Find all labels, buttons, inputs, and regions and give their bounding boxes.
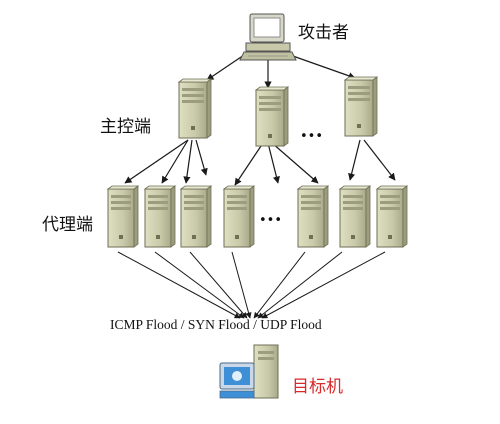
flood-link-5 xyxy=(253,251,306,319)
link-m1-a4 xyxy=(195,139,208,176)
link-m1-a2 xyxy=(161,139,189,184)
link-m3-a9 xyxy=(363,139,396,181)
attacker-label: 攻击者 xyxy=(298,23,349,43)
masters-label: 主控端 xyxy=(100,117,151,137)
target-computer-icon xyxy=(219,344,279,399)
link-m3-a8 xyxy=(348,139,361,181)
flood-link-4 xyxy=(231,251,252,319)
master-to-agent-links xyxy=(124,139,396,186)
attacker-computer-icon xyxy=(239,13,297,61)
flood-link-3 xyxy=(189,251,248,319)
agent-server-3 xyxy=(179,185,213,248)
agent-to-target-links xyxy=(117,251,386,319)
master-server-3 xyxy=(343,76,379,137)
master-server-1 xyxy=(177,78,213,139)
link-m1-a3 xyxy=(183,139,193,184)
agent-server-2 xyxy=(143,185,177,248)
attack-types-label: ICMP Flood / SYN Flood / UDP Flood xyxy=(110,317,322,332)
link-m2-a7 xyxy=(271,142,319,184)
link-attacker-master-3 xyxy=(289,54,356,80)
link-m2-a6 xyxy=(267,142,280,184)
agents-ellipsis: ••• xyxy=(259,213,282,228)
master-server-2 xyxy=(254,86,290,147)
link-m2-a5 xyxy=(234,142,264,186)
flood-link-2 xyxy=(154,251,245,319)
agent-server-5 xyxy=(296,185,330,248)
agent-server-7 xyxy=(375,185,409,248)
agent-server-6 xyxy=(338,185,372,248)
link-m1-a1 xyxy=(124,139,189,184)
agent-server-1 xyxy=(106,185,140,248)
agent-server-4 xyxy=(222,185,256,248)
flood-link-6 xyxy=(257,251,343,319)
agents-label: 代理端 xyxy=(42,215,93,235)
masters-ellipsis: ••• xyxy=(300,129,323,144)
flood-link-1 xyxy=(117,251,241,319)
flood-link-7 xyxy=(261,251,386,319)
target-label: 目标机 xyxy=(292,377,343,397)
link-attacker-master-1 xyxy=(206,54,245,81)
master-servers xyxy=(177,76,379,147)
agent-servers xyxy=(106,185,409,248)
